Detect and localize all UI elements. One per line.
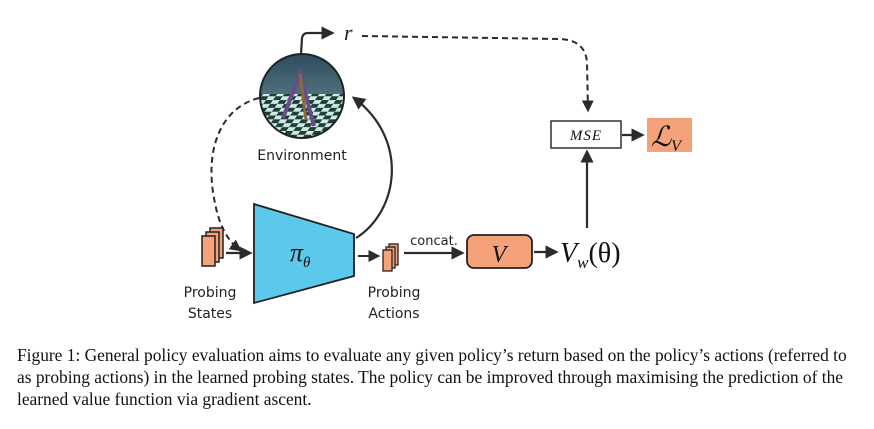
value-function-label: V	[492, 242, 509, 268]
probing-states-icon	[201, 227, 224, 267]
probing-actions-icon	[382, 243, 399, 272]
env-to-reward-arrow	[299, 26, 335, 55]
value-function-box	[466, 234, 533, 269]
probing-actions-label-2: Actions	[368, 306, 419, 322]
environment-label: Environment	[257, 148, 347, 164]
policy-to-env-arrow	[351, 96, 393, 239]
env-to-states-arrow	[210, 97, 260, 252]
probing-actions-label-1: Probing	[368, 285, 421, 301]
probing-states-label-1: Probing	[184, 285, 237, 301]
loss-label: ℒV	[651, 122, 683, 155]
reward-label: r	[344, 20, 353, 45]
loss-box	[647, 118, 692, 152]
policy-label: πθ	[290, 238, 311, 271]
mse-box	[550, 120, 622, 149]
environment-image	[260, 54, 344, 138]
concat-label: concat.	[410, 234, 458, 249]
reward-to-mse-arrow	[361, 35, 594, 113]
mse-label: MSE	[569, 128, 602, 144]
figure-caption: Figure 1: General policy evaluation aims…	[17, 345, 847, 409]
value-output-label: Vw(θ)	[560, 238, 621, 272]
probing-states-label-2: States	[188, 306, 232, 322]
policy-evaluation-diagram: Environment r Probing States πθ Probing …	[184, 20, 692, 322]
policy-network-shape	[253, 202, 355, 305]
